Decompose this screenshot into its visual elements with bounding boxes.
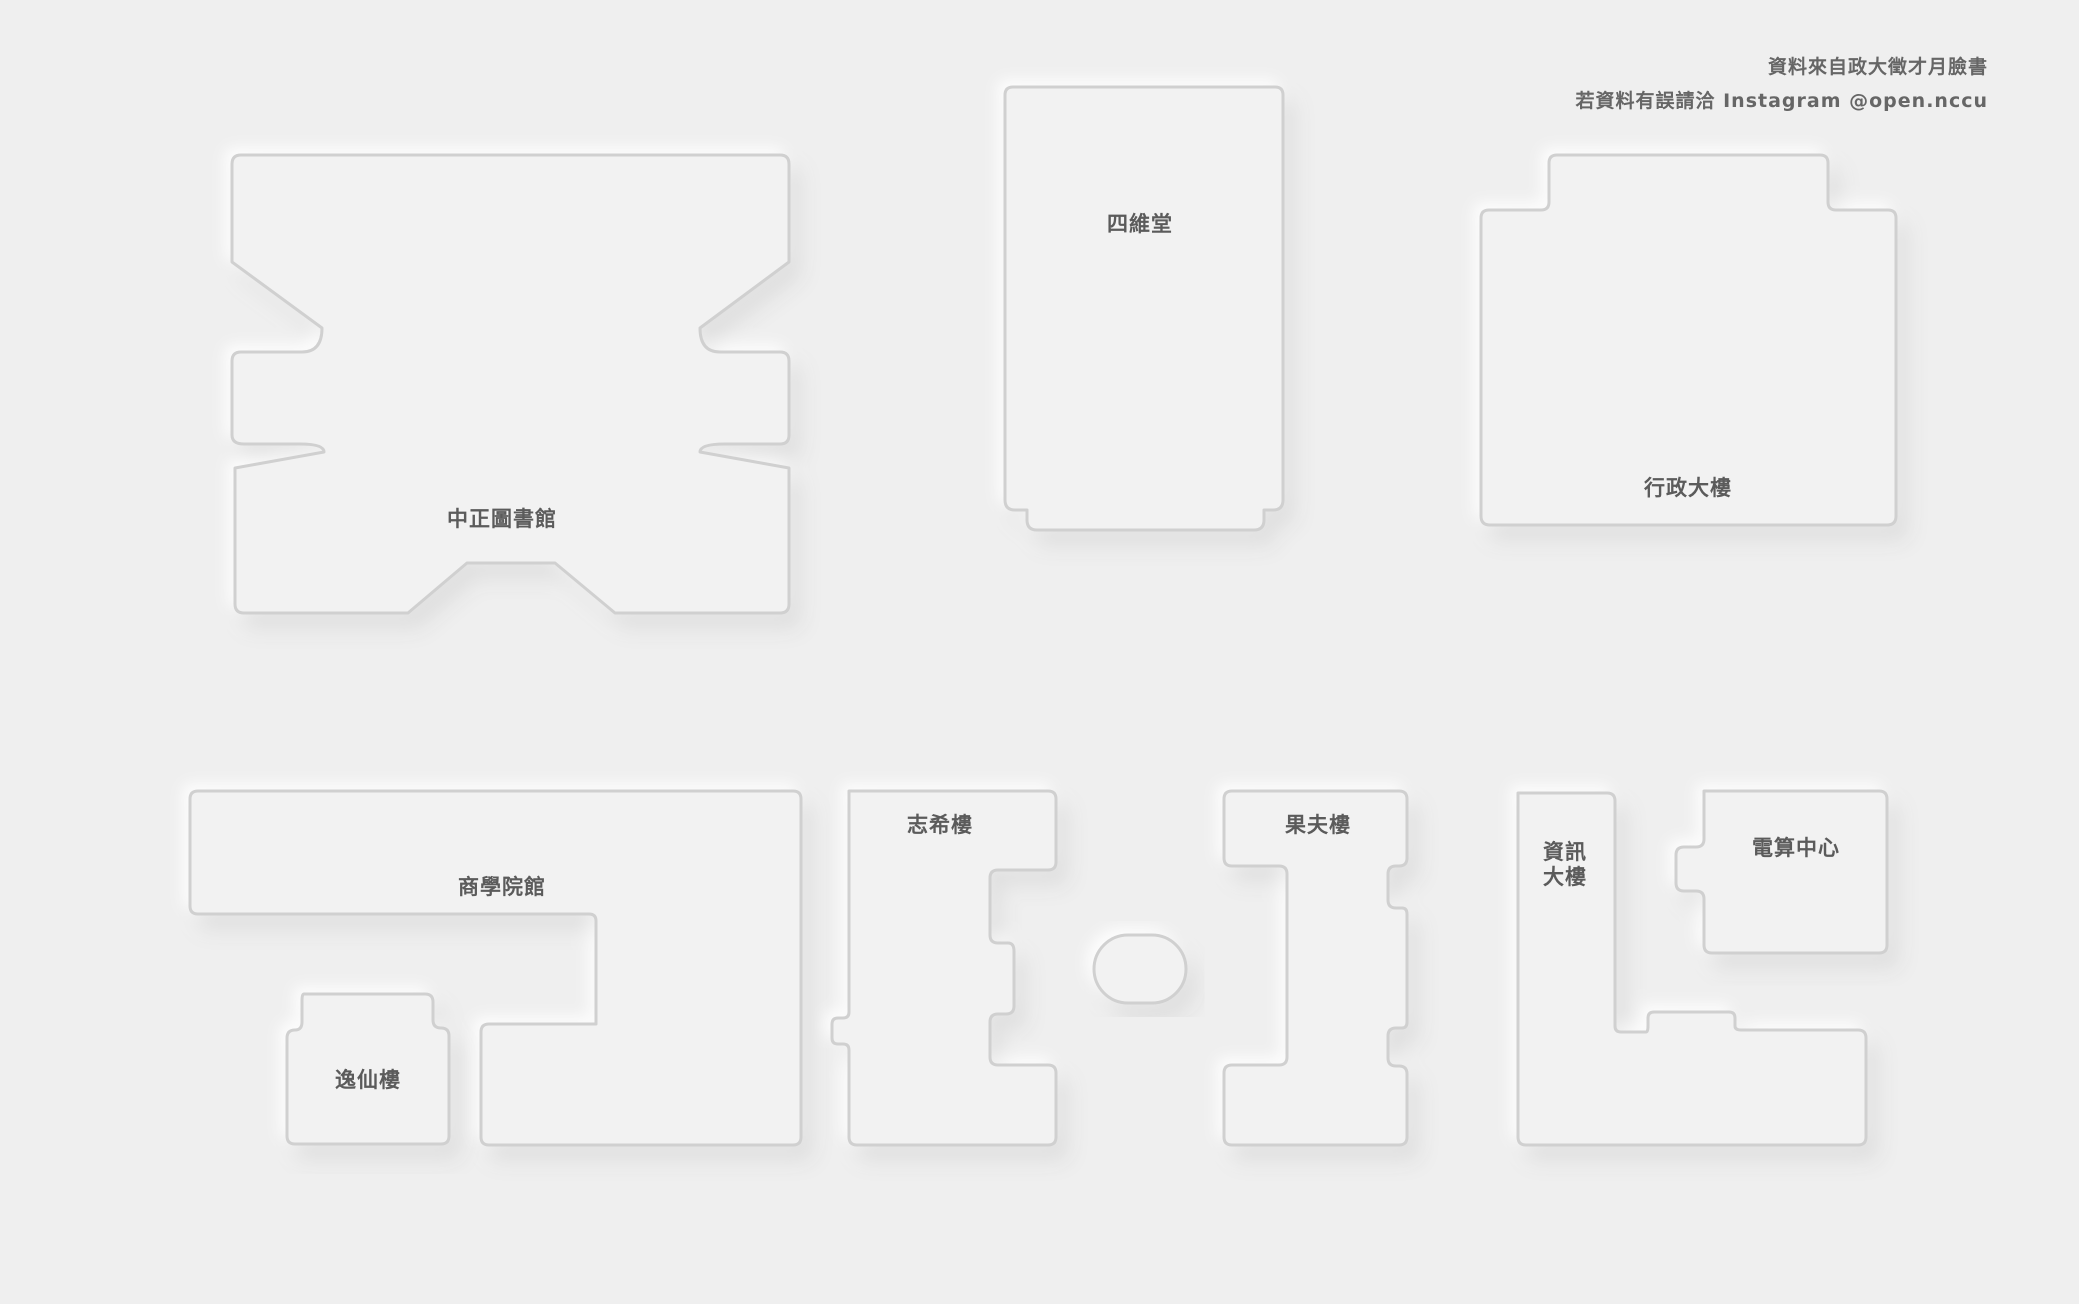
commerce-footprint[interactable] (188, 789, 803, 1147)
zhixi-footprint[interactable] (830, 789, 1058, 1147)
zhixi-label: 志希樓 (907, 813, 973, 837)
building-computing[interactable]: 電算中心 (1674, 789, 1889, 955)
siwei-label: 四維堂 (1107, 212, 1173, 236)
building-yixian[interactable]: 逸仙樓 (285, 992, 451, 1146)
admin-footprint[interactable] (1479, 153, 1898, 527)
guofu-footprint[interactable] (1222, 789, 1409, 1147)
building-info[interactable]: 資訊 大樓 (1516, 791, 1868, 1147)
credit-contact: 若資料有誤請洽 Instagram @open.nccu (1575, 90, 1988, 112)
building-siwei[interactable]: 四維堂 (1003, 85, 1285, 532)
info-label-line1: 資訊 (1543, 840, 1587, 864)
library-label: 中正圖書館 (447, 507, 557, 531)
commerce-label: 商學院館 (458, 875, 546, 899)
yixian-label: 逸仙樓 (335, 1068, 401, 1092)
pavilion-oval[interactable] (1092, 933, 1188, 1005)
building-guofu[interactable]: 果夫樓 (1222, 789, 1409, 1147)
building-library[interactable]: 中正圖書館 (230, 153, 791, 615)
library-footprint[interactable] (230, 153, 791, 615)
computing-label: 電算中心 (1752, 836, 1840, 860)
info-label-line2: 大樓 (1543, 865, 1587, 889)
info-footprint[interactable] (1516, 791, 1868, 1147)
credit-source: 資料來自政大徵才月臉書 (1767, 56, 1988, 78)
building-zhixi[interactable]: 志希樓 (830, 789, 1058, 1147)
building-admin[interactable]: 行政大樓 (1479, 153, 1898, 527)
guofu-label: 果夫樓 (1285, 813, 1351, 837)
admin-label: 行政大樓 (1643, 476, 1732, 500)
yixian-footprint[interactable] (285, 992, 451, 1146)
computing-footprint[interactable] (1674, 789, 1889, 955)
siwei-footprint[interactable] (1003, 85, 1285, 532)
building-commerce[interactable]: 商學院館 (188, 789, 803, 1147)
